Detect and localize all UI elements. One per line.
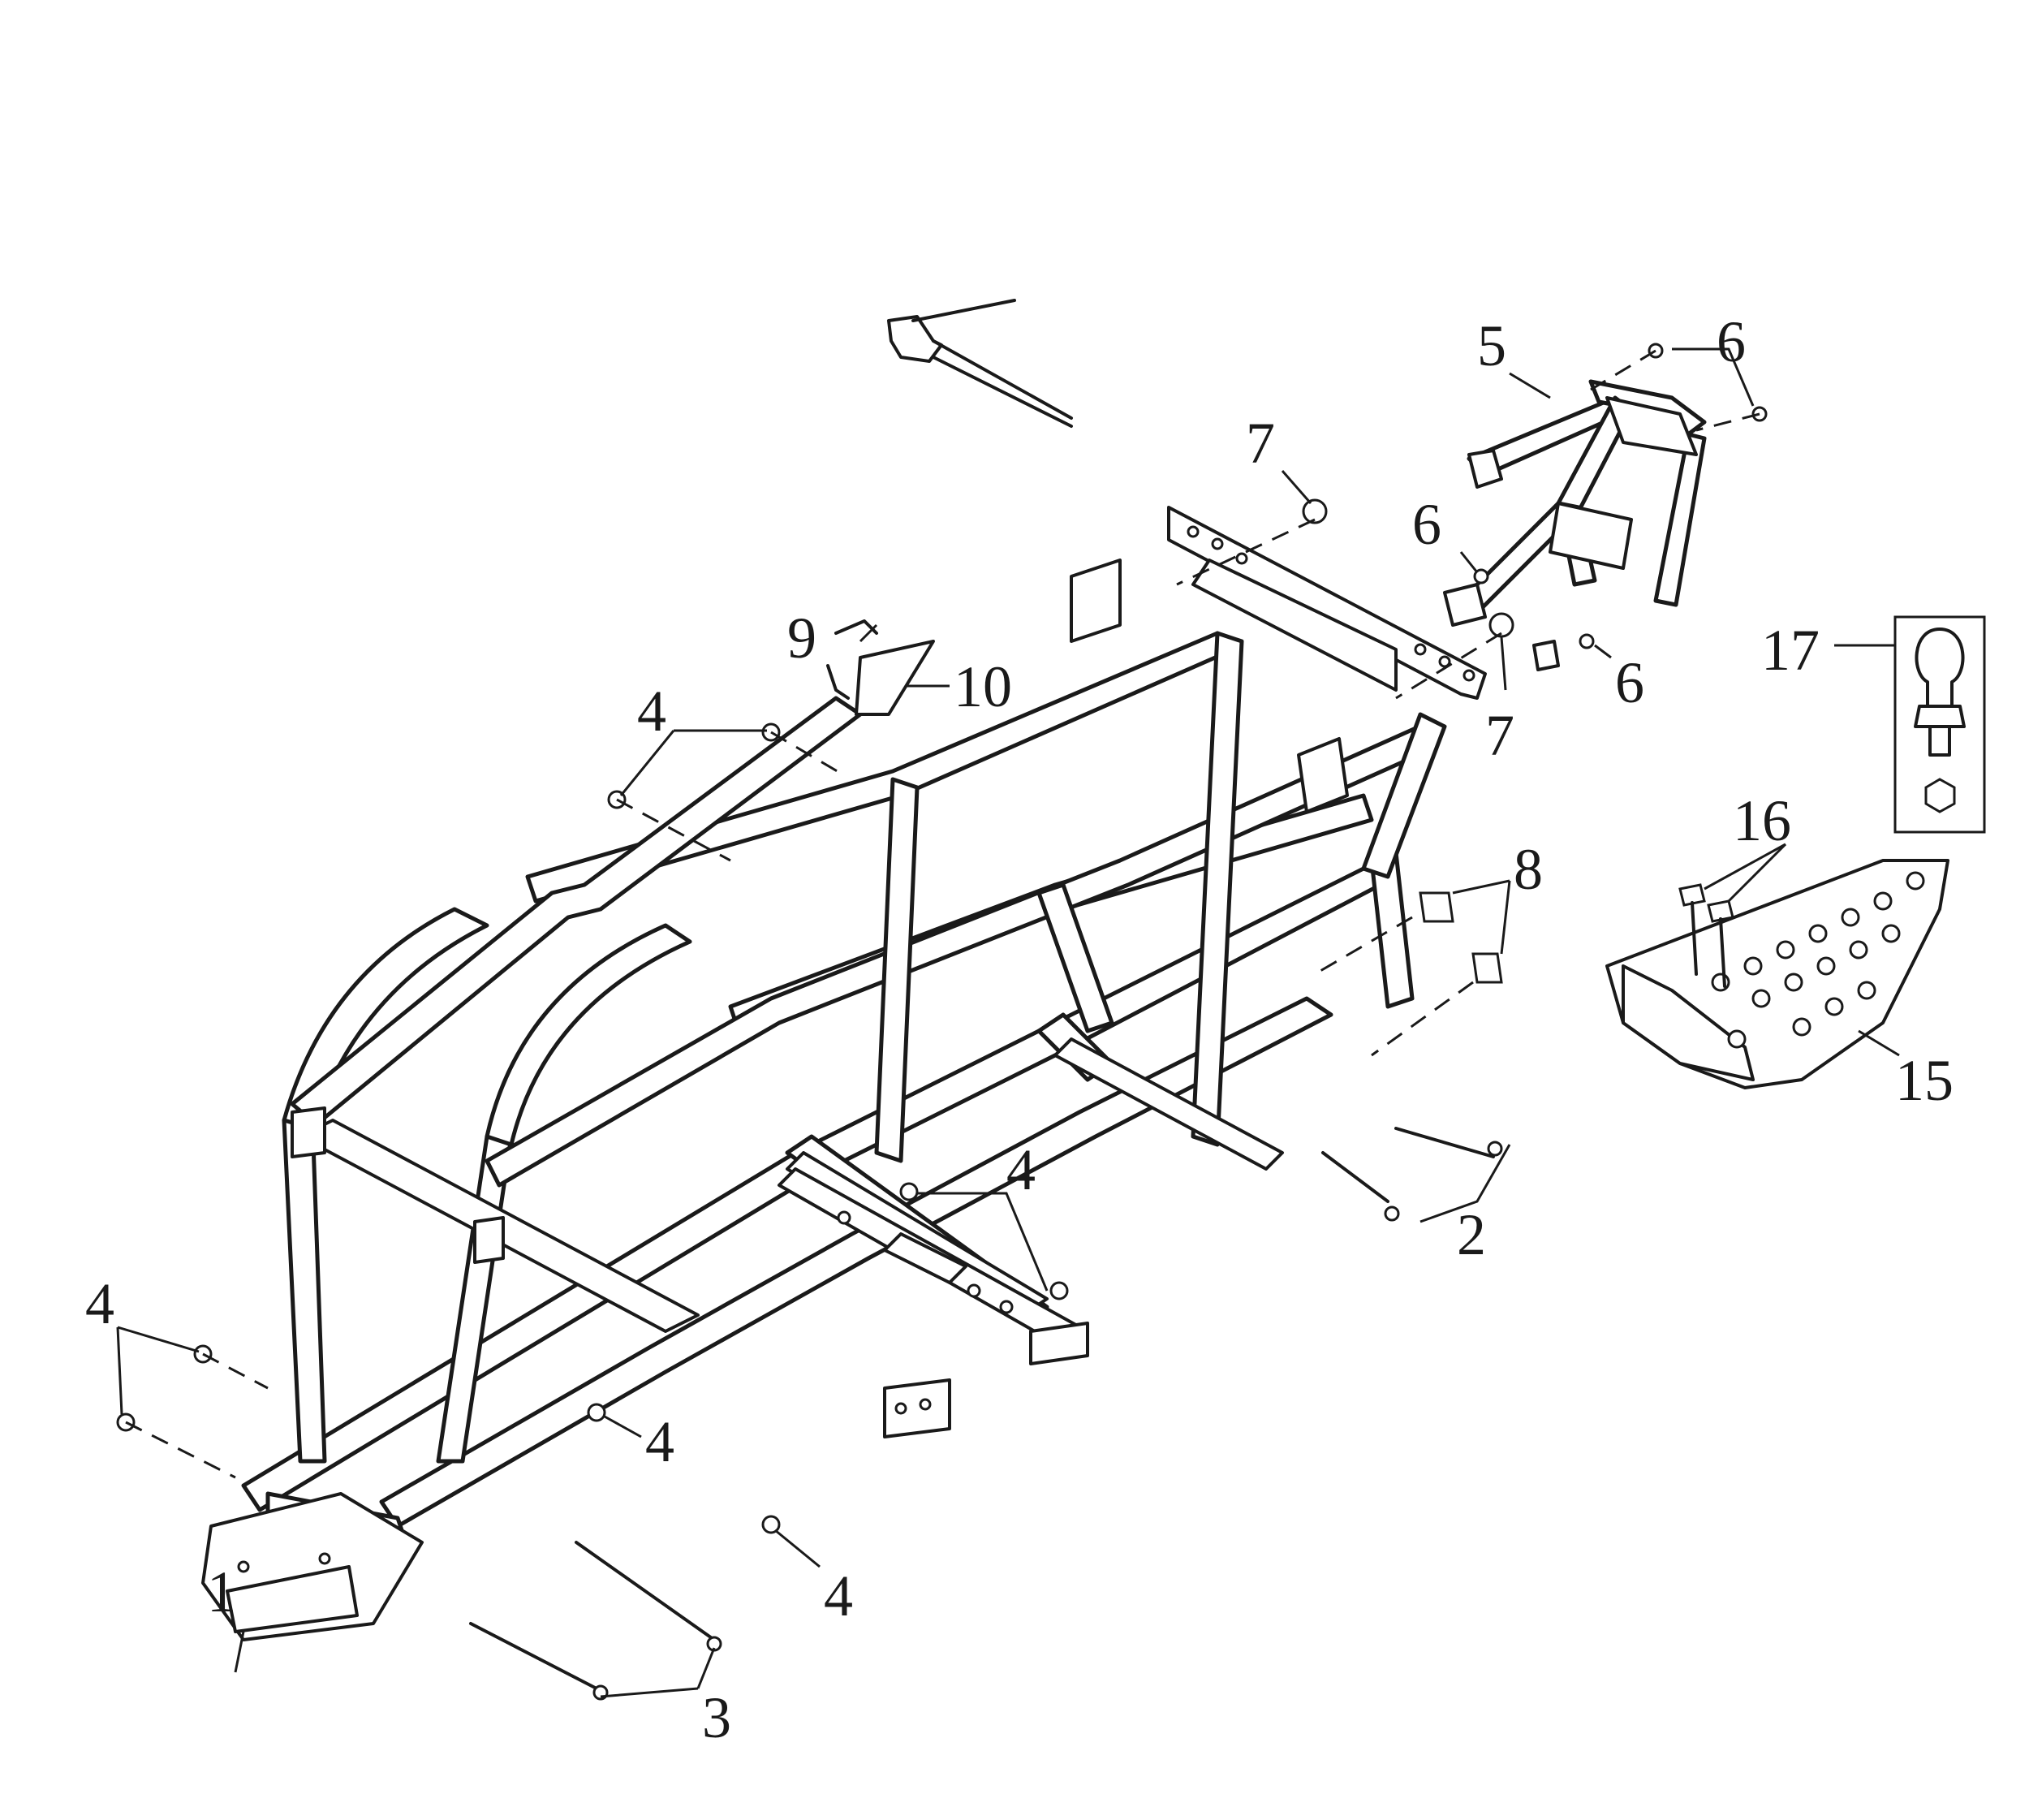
leader-lines (116, 347, 1900, 1698)
callout-17: 17 (1761, 618, 1820, 683)
callout-4-lower: 4 (645, 1409, 674, 1474)
callout-4-upper: 4 (637, 679, 666, 744)
rear-rack (1443, 379, 1707, 671)
callout-1: 1 (207, 1559, 236, 1624)
callout-4-left: 4 (85, 1271, 114, 1336)
callout-3: 3 (702, 1685, 731, 1750)
callout-10: 10 (954, 654, 1012, 719)
callout-6-lower: 6 (1615, 650, 1644, 715)
callout-4-bottom: 4 (824, 1563, 853, 1628)
callout-15: 15 (1895, 1048, 1954, 1113)
hitch-ball-group (1893, 615, 1986, 834)
callout-9: 9 (787, 606, 816, 671)
assembly-lines (125, 349, 1760, 1479)
callout-2: 2 (1457, 1202, 1486, 1267)
callout-8: 8 (1514, 837, 1543, 902)
callout-7-lower: 7 (1485, 703, 1514, 768)
skid-plate (1605, 859, 1949, 1089)
callout-5: 5 (1477, 313, 1506, 378)
callouts: 1 2 3 4 4 4 4 4 5 6 6 6 7 7 8 9 10 15 16… (85, 309, 1954, 1750)
callout-4-center: 4 (1006, 1137, 1036, 1202)
callout-6-middle: 6 (1412, 492, 1441, 557)
callout-7-top: 7 (1246, 411, 1275, 476)
cable-part (887, 299, 1073, 428)
main-frame (201, 506, 1487, 1641)
callout-6-top: 6 (1717, 309, 1746, 374)
callout-16: 16 (1733, 788, 1791, 853)
